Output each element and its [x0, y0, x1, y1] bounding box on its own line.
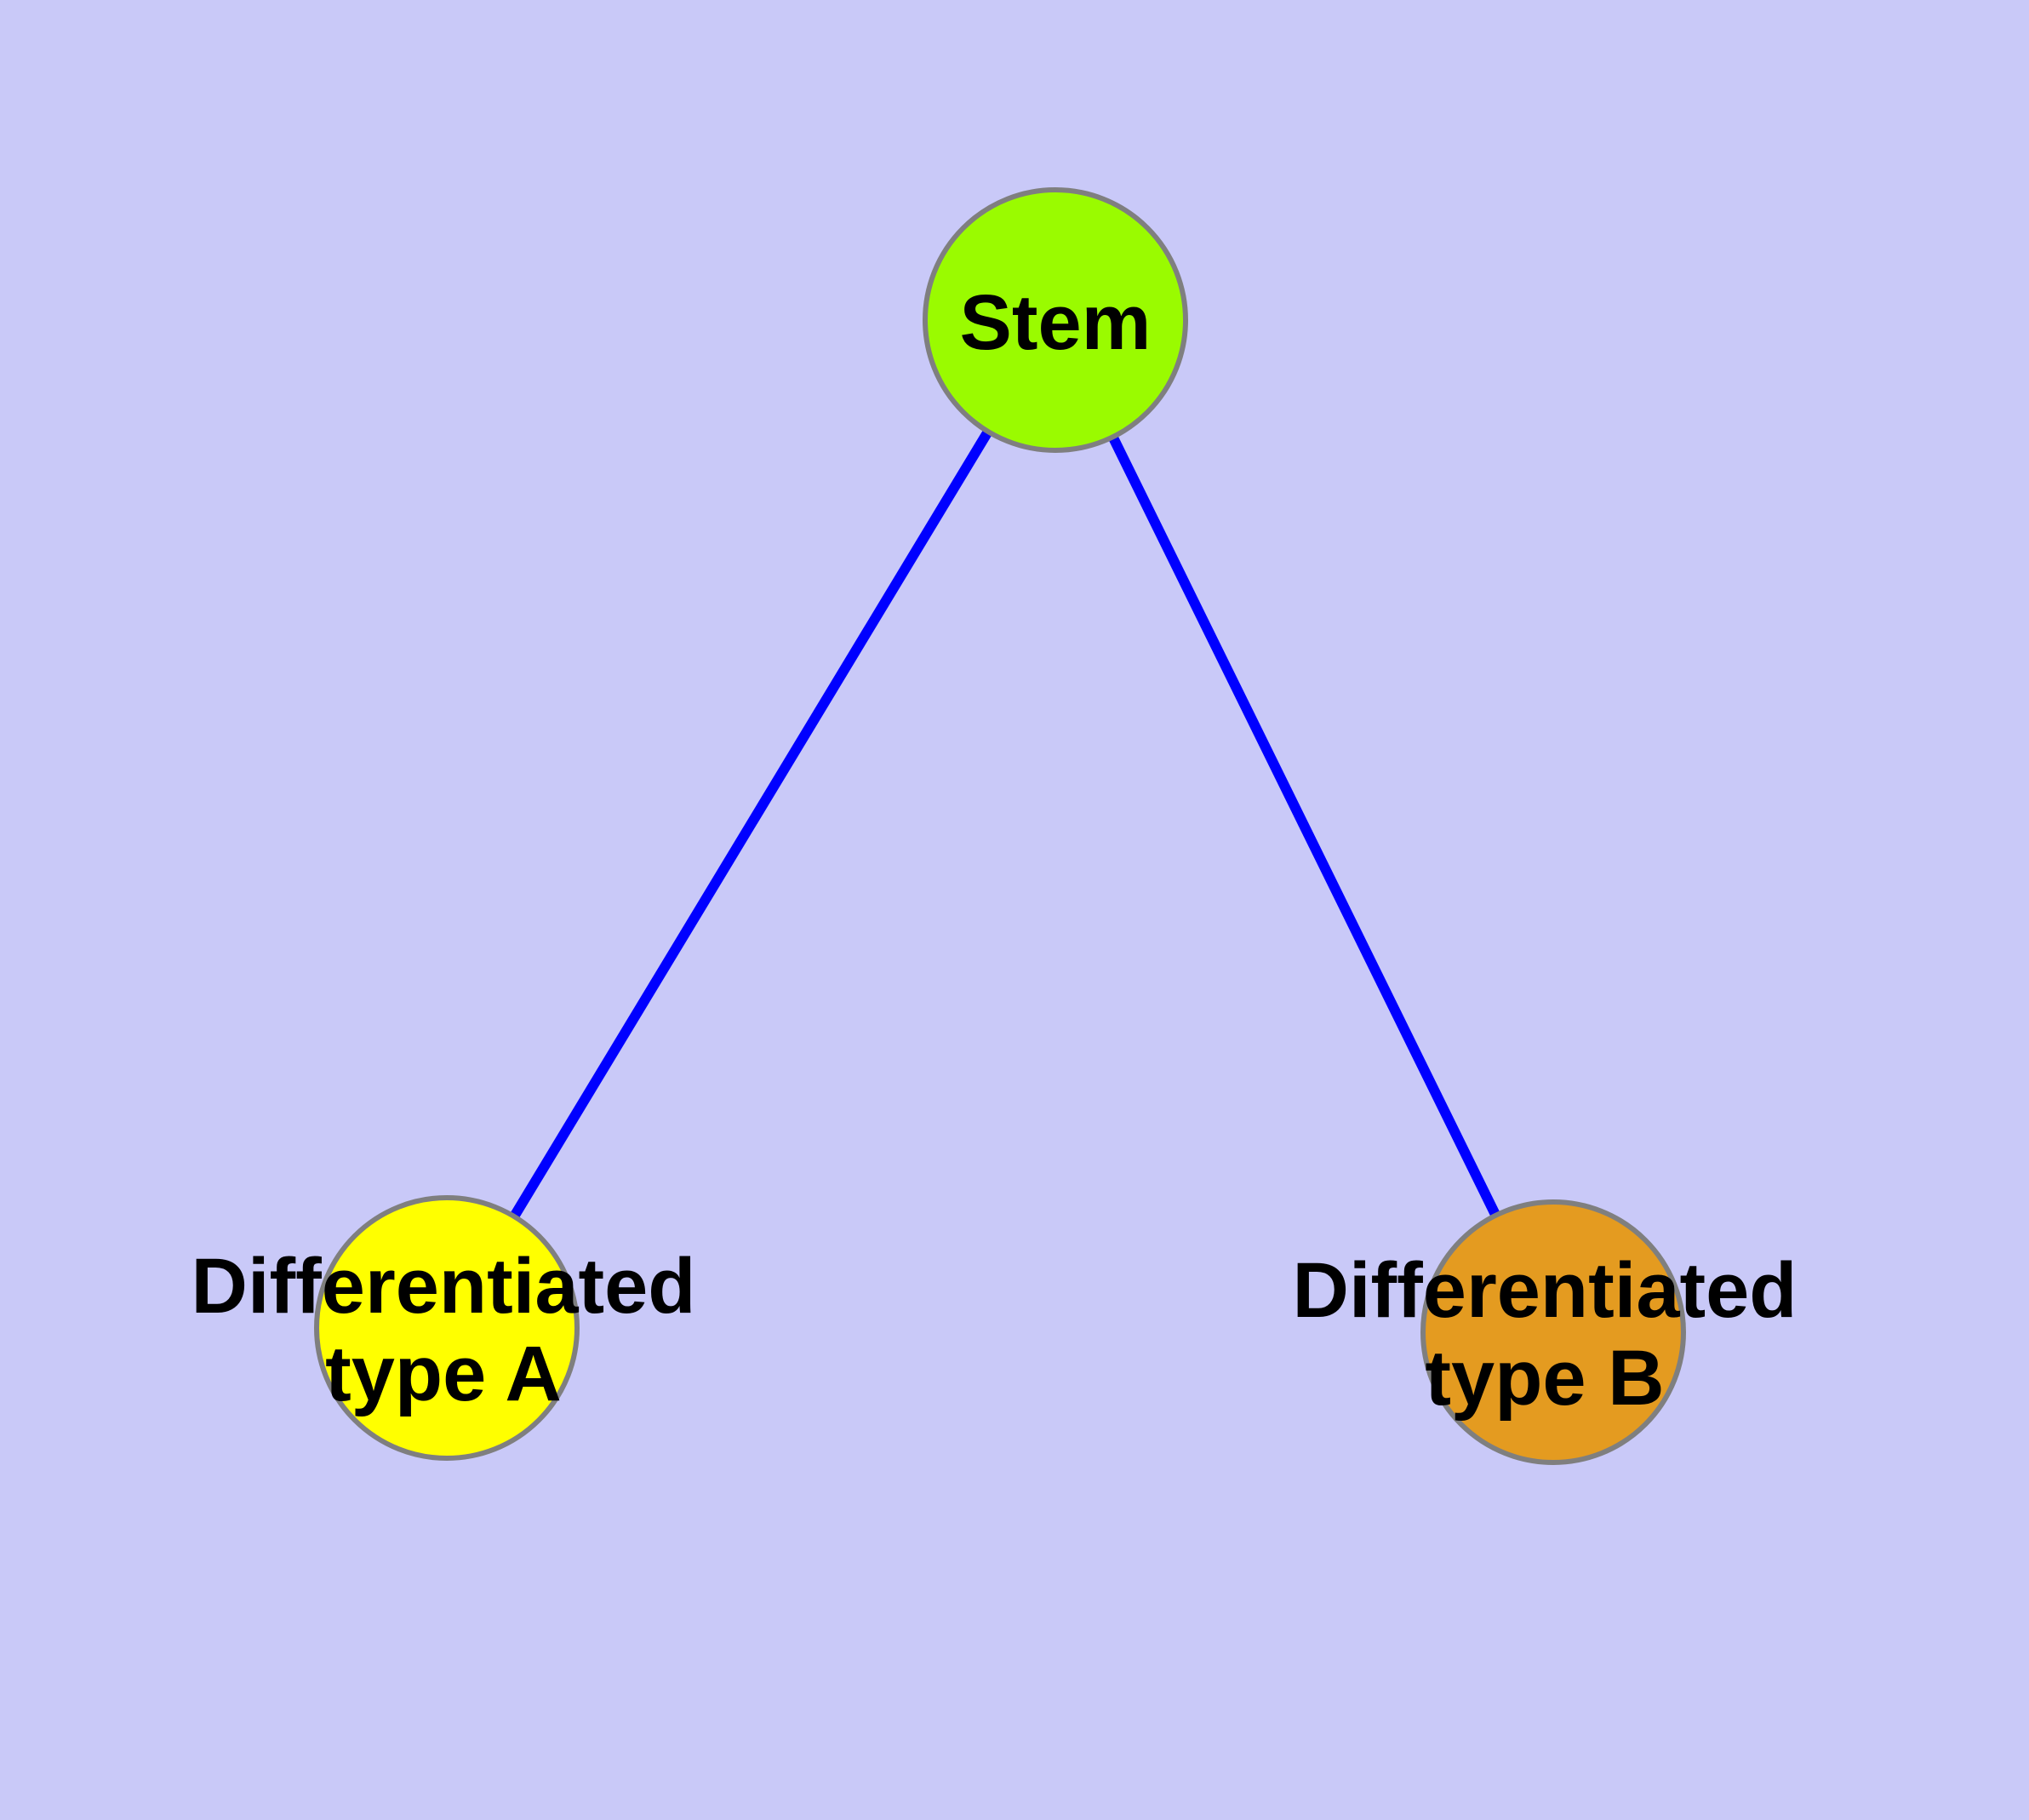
node-differentiated-type-b[interactable] [1420, 1199, 1686, 1465]
node-type-b-label-line1: Differentiated [1293, 1247, 1798, 1334]
node-stem-label: Stem [960, 279, 1152, 366]
node-stem[interactable] [923, 187, 1188, 453]
node-type-a-label-line1: Differentiated [191, 1243, 696, 1330]
edge-stem-to-type-b[interactable] [1050, 318, 1558, 1335]
node-differentiated-type-a[interactable] [314, 1195, 580, 1461]
node-type-b-label-line2: type B [1425, 1335, 1664, 1422]
node-type-a-label-line2: type A [325, 1331, 562, 1417]
edge-stem-to-type-a[interactable] [442, 317, 1060, 1331]
